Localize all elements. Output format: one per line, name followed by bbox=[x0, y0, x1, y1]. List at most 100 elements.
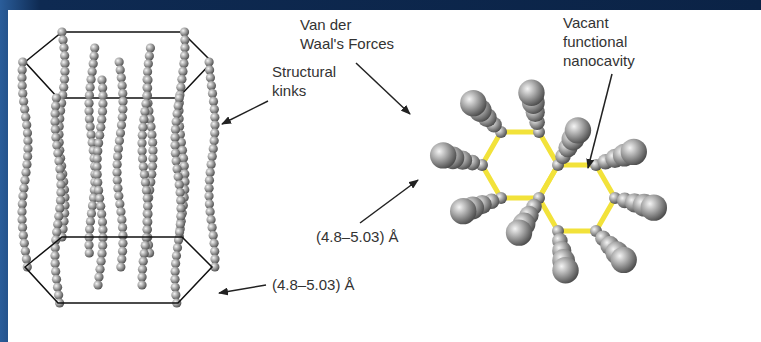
atom-sphere bbox=[94, 186, 103, 195]
atom-sphere bbox=[118, 81, 127, 90]
atom-sphere bbox=[170, 133, 179, 142]
atom-sphere bbox=[56, 196, 65, 205]
annotation-label: Structural kinks bbox=[272, 62, 362, 100]
atom-sphere bbox=[177, 75, 186, 84]
atom-sphere bbox=[141, 241, 150, 250]
atom-sphere bbox=[208, 223, 217, 232]
atom-sphere bbox=[460, 90, 486, 116]
atom-sphere bbox=[86, 83, 95, 92]
atom-sphere bbox=[88, 201, 97, 210]
atom-sphere bbox=[23, 144, 32, 153]
atom-sphere bbox=[60, 59, 69, 68]
atom-sphere bbox=[148, 146, 157, 155]
atom-sphere bbox=[113, 160, 122, 169]
atom-sphere bbox=[50, 117, 59, 126]
atom-sphere bbox=[176, 188, 185, 197]
atom-sphere bbox=[140, 107, 149, 116]
atom-sphere bbox=[116, 65, 125, 74]
atom-sphere bbox=[59, 83, 68, 92]
atom-sphere bbox=[209, 231, 218, 240]
atom-sphere bbox=[58, 35, 67, 44]
atom-chain bbox=[609, 192, 667, 221]
atom-sphere bbox=[143, 67, 152, 76]
atom-sphere bbox=[23, 152, 32, 161]
atom-sphere bbox=[143, 202, 152, 211]
atom-chain bbox=[552, 117, 591, 171]
atom-sphere bbox=[175, 180, 184, 189]
atom-sphere bbox=[60, 75, 69, 84]
atom-sphere bbox=[55, 164, 64, 173]
leader-line bbox=[356, 63, 410, 114]
atom-sphere bbox=[117, 120, 126, 129]
annotation-label: (4.8–5.03) Å bbox=[272, 275, 355, 294]
hexagonal-prism bbox=[17, 27, 219, 307]
atom-sphere bbox=[17, 207, 26, 216]
atom-sphere bbox=[114, 144, 123, 153]
atom-sphere bbox=[93, 178, 102, 187]
leader-line bbox=[222, 101, 268, 124]
atom-sphere bbox=[118, 223, 127, 232]
atom-sphere bbox=[172, 251, 181, 260]
atom-sphere bbox=[95, 131, 104, 140]
atom-sphere bbox=[143, 225, 152, 234]
atom-chain bbox=[590, 139, 647, 171]
atom-sphere bbox=[175, 93, 184, 102]
atom-sphere bbox=[176, 83, 185, 92]
atom-sphere bbox=[176, 196, 185, 205]
atom-sphere bbox=[142, 217, 151, 226]
atom-sphere bbox=[52, 275, 61, 284]
atom-sphere bbox=[145, 51, 154, 60]
top-view bbox=[430, 80, 667, 284]
atom-sphere bbox=[98, 217, 107, 226]
atom-sphere bbox=[172, 117, 181, 126]
atom-sphere bbox=[118, 247, 127, 256]
atom-sphere bbox=[85, 91, 94, 100]
atom-sphere bbox=[137, 138, 146, 147]
atom-sphere bbox=[148, 154, 157, 163]
leader-line bbox=[219, 285, 266, 293]
atom-sphere bbox=[18, 223, 27, 232]
atom-sphere bbox=[206, 207, 215, 216]
atom-sphere bbox=[116, 207, 125, 216]
atom-sphere bbox=[205, 199, 214, 208]
atom-sphere bbox=[138, 146, 147, 155]
annotation-label: Vacant functional nanocavity bbox=[563, 13, 658, 70]
atom-sphere bbox=[138, 123, 147, 132]
atom-chain bbox=[590, 225, 637, 273]
atom-sphere bbox=[88, 67, 97, 76]
atom-sphere bbox=[21, 247, 30, 256]
atom-sphere bbox=[96, 257, 105, 266]
atom-sphere bbox=[21, 168, 30, 177]
atom-sphere bbox=[113, 152, 122, 161]
atom-chain bbox=[92, 75, 107, 289]
atom-sphere bbox=[173, 243, 182, 252]
atom-sphere bbox=[98, 83, 107, 92]
atom-sphere bbox=[117, 73, 126, 82]
atom-sphere bbox=[207, 160, 216, 169]
atom-sphere bbox=[210, 136, 219, 145]
atom-chain bbox=[552, 225, 579, 283]
atom-sphere bbox=[93, 280, 102, 289]
atom-sphere bbox=[171, 291, 180, 300]
atom-sphere bbox=[18, 89, 27, 98]
atom-sphere bbox=[143, 75, 152, 84]
atom-chain bbox=[450, 192, 507, 224]
atom-sphere bbox=[113, 176, 122, 185]
atom-sphere bbox=[137, 273, 146, 282]
atom-sphere bbox=[118, 239, 127, 248]
atom-sphere bbox=[173, 164, 182, 173]
atom-sphere bbox=[172, 156, 181, 165]
atom-sphere bbox=[171, 259, 180, 268]
atom-sphere bbox=[143, 225, 152, 234]
atom-sphere bbox=[506, 219, 532, 245]
atom-sphere bbox=[143, 209, 152, 218]
atom-sphere bbox=[85, 225, 94, 234]
atom-sphere bbox=[552, 257, 578, 283]
atom-sphere bbox=[210, 113, 219, 122]
atom-sphere bbox=[86, 122, 95, 131]
atom-sphere bbox=[56, 188, 65, 197]
atom-sphere bbox=[174, 172, 183, 181]
atom-sphere bbox=[90, 43, 99, 52]
atom-sphere bbox=[143, 209, 152, 218]
atom-sphere bbox=[143, 91, 152, 100]
